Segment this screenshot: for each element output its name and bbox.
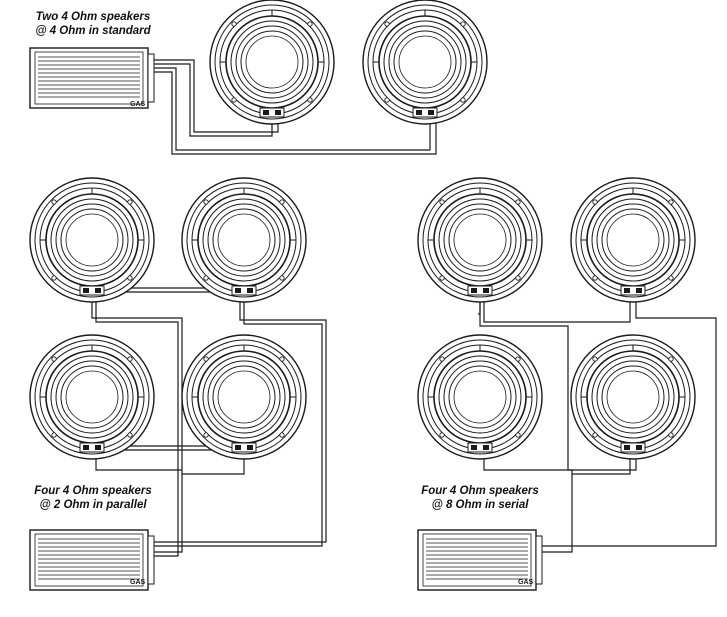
caption-parallel-line2: @ 2 Ohm in parallel	[39, 499, 147, 511]
subwoofer-icon	[209, 0, 335, 125]
subwoofer-icon	[417, 177, 543, 303]
amplifier-logo: GAS	[130, 101, 146, 108]
caption-serial-line2: @ 8 Ohm in serial	[431, 499, 529, 511]
subwoofer-icon	[570, 334, 696, 460]
caption-parallel: Four 4 Ohm speakers @ 2 Ohm in parallel	[18, 484, 168, 512]
amplifier-icon-standard	[29, 47, 155, 109]
subwoofer-icon	[570, 177, 696, 303]
caption-serial: Four 4 Ohm speakers @ 8 Ohm in serial	[405, 484, 555, 512]
subwoofer-icon	[29, 334, 155, 460]
subwoofer-icon	[181, 177, 307, 303]
wire-icon-standard	[154, 59, 437, 155]
subwoofer-icon	[362, 0, 488, 125]
caption-standard-line2: @ 4 Ohm in standard	[35, 25, 151, 37]
subwoofer-icon	[417, 334, 543, 460]
caption-standard-line1: Two 4 Ohm speakers	[35, 11, 151, 23]
subwoofer-icon	[29, 177, 155, 303]
caption-standard: Two 4 Ohm speakers @ 4 Ohm in standard	[18, 10, 168, 38]
subwoofer-icon	[181, 334, 307, 460]
caption-parallel-line1: Four 4 Ohm speakers	[34, 485, 152, 497]
amplifier-logo: GAS	[130, 579, 146, 586]
caption-serial-line1: Four 4 Ohm speakers	[421, 485, 539, 497]
wire-icon-serial	[478, 298, 717, 553]
amplifier-logo: GAS	[518, 579, 534, 586]
